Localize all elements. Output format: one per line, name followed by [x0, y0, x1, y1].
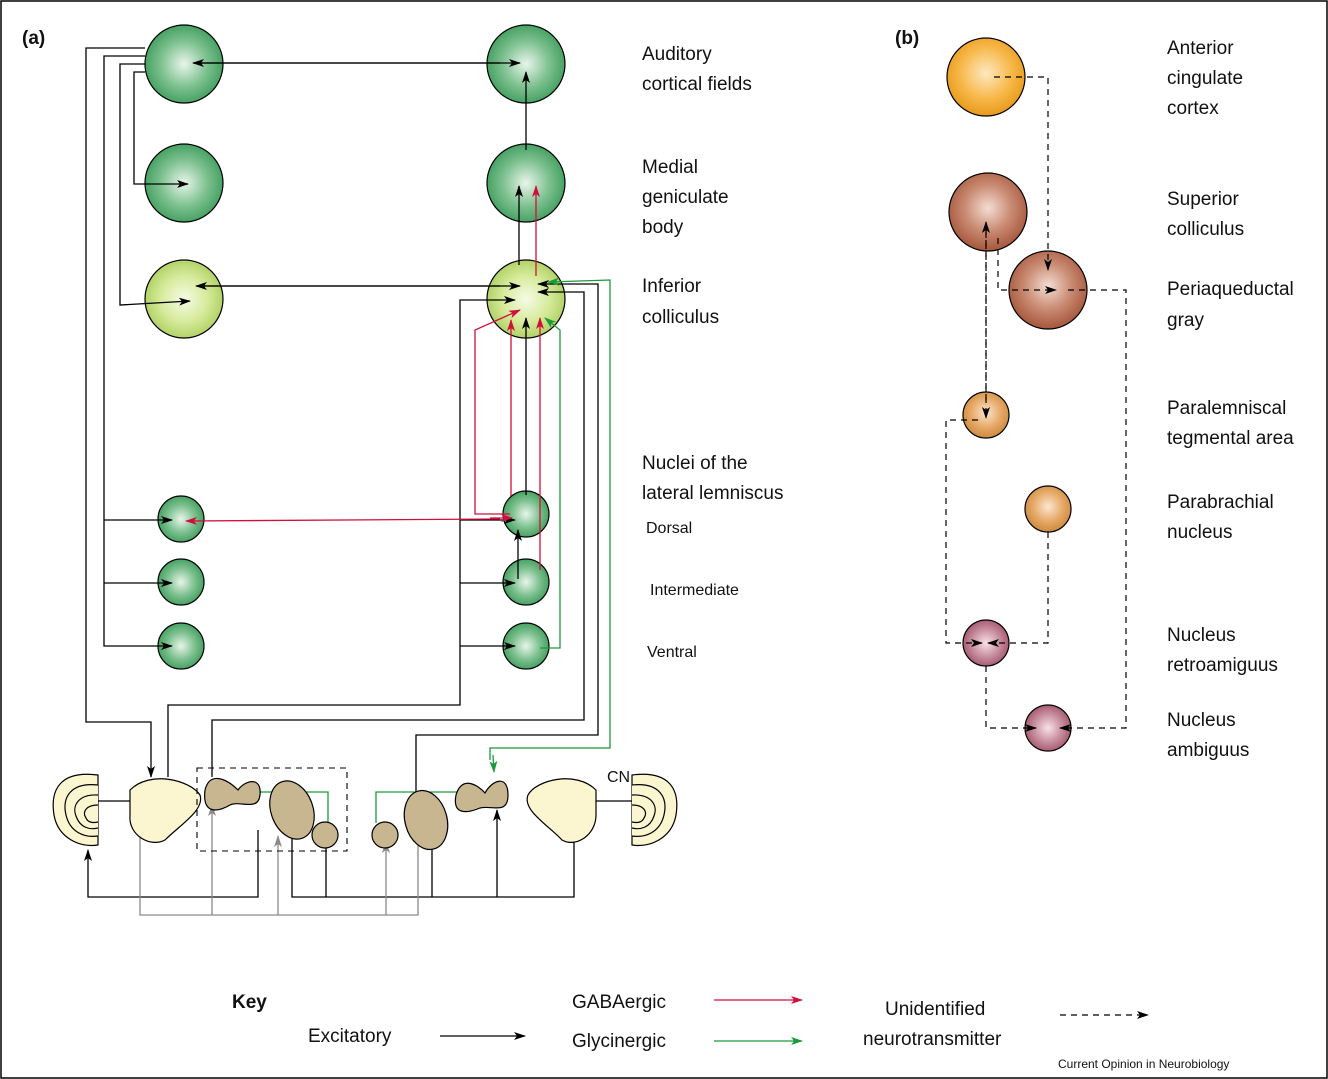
key-glycinergic-label: Glycinergic	[572, 1031, 666, 1052]
superior-colliculus-node	[948, 172, 1028, 252]
key-excitatory-label: Excitatory	[308, 1026, 392, 1047]
label-mgb-line3: body	[642, 217, 684, 238]
label-na-line2: ambiguus	[1167, 740, 1249, 761]
label-cn: CN	[607, 769, 630, 786]
label-ic-line2: colliculus	[642, 307, 719, 328]
label-nll-line1: Nuclei of the	[642, 453, 748, 474]
ambiguus-node	[1024, 704, 1072, 752]
key-unidentified-line1: Unidentified	[885, 999, 985, 1020]
right-intermediate-ll-node	[502, 558, 550, 606]
label-acc-line3: cortex	[1167, 98, 1219, 119]
label-auditory-line1: Auditory	[642, 44, 712, 65]
label-na-line1: Nucleus	[1167, 710, 1236, 731]
label-mgb-line1: Medial	[642, 157, 698, 178]
left-dorsal-ll-node	[157, 495, 205, 543]
label-nra-line1: Nucleus	[1167, 625, 1236, 646]
left-lso	[204, 777, 261, 811]
panel-a-nodes	[144, 24, 566, 670]
left-auditory-cortex-node	[144, 24, 224, 104]
key-title: Key	[232, 992, 267, 1013]
credit-text: Current Opinion in Neurobiology	[1058, 1057, 1229, 1071]
panel-a-glycinergic-paths	[235, 277, 611, 832]
label-mgb-line2: geniculate	[642, 187, 729, 208]
label-pbn-line2: nucleus	[1167, 522, 1233, 543]
key-legend: Key Excitatory GABAergic Glycinergic Uni…	[232, 992, 1149, 1052]
label-nll-line2: lateral lemniscus	[642, 483, 784, 504]
right-mso	[403, 789, 449, 851]
right-mntb	[371, 821, 399, 849]
panel-a-gray-paths	[139, 804, 422, 916]
right-cochlea	[631, 773, 678, 847]
left-intermediate-ll-node	[157, 558, 205, 606]
left-mntb	[311, 821, 339, 849]
label-ventral: Ventral	[647, 644, 697, 661]
left-superior-olive-box	[196, 767, 348, 852]
left-cochlear-nucleus	[129, 778, 202, 843]
left-medial-geniculate-node	[144, 143, 224, 223]
label-pta-line2: tegmental area	[1167, 428, 1294, 449]
label-pbn-line1: Parabrachial	[1167, 492, 1274, 513]
right-lso	[454, 780, 509, 813]
panel-a-label: (a)	[22, 28, 45, 49]
label-sc-line1: Superior	[1167, 189, 1239, 210]
left-mso	[269, 780, 315, 840]
key-gabaergic-label: GABAergic	[572, 992, 666, 1013]
anterior-cingulate-node	[946, 37, 1026, 117]
panel-b-label: (b)	[895, 28, 919, 49]
panel-a-excitatory-paths	[78, 47, 640, 898]
label-dorsal: Dorsal	[646, 520, 692, 537]
parabrachial-node	[1024, 485, 1072, 533]
right-medial-geniculate-node	[486, 143, 566, 223]
label-acc-line2: cingulate	[1167, 68, 1243, 89]
left-cochlea	[52, 773, 99, 847]
right-cochlear-nucleus	[526, 778, 597, 843]
label-intermediate: Intermediate	[650, 582, 739, 599]
key-unidentified-line2: neurotransmitter	[863, 1029, 1002, 1050]
left-inferior-colliculus-node	[144, 259, 224, 339]
label-pag-line2: gray	[1167, 310, 1204, 331]
label-nra-line2: retroamiguus	[1167, 655, 1278, 676]
panel-a-brainstem	[52, 767, 678, 852]
label-pag-line1: Periaqueductal	[1167, 279, 1294, 300]
label-auditory-line2: cortical fields	[642, 74, 752, 95]
panel-b-paths	[945, 76, 1127, 732]
label-pta-line1: Paralemniscal	[1167, 398, 1286, 419]
panel-a-gabaergic-paths	[185, 185, 544, 570]
label-sc-line2: colliculus	[1167, 219, 1244, 240]
label-acc-line1: Anterior	[1167, 38, 1234, 59]
panel-b-nodes	[946, 37, 1088, 752]
label-ic-line1: Inferior	[642, 276, 702, 297]
